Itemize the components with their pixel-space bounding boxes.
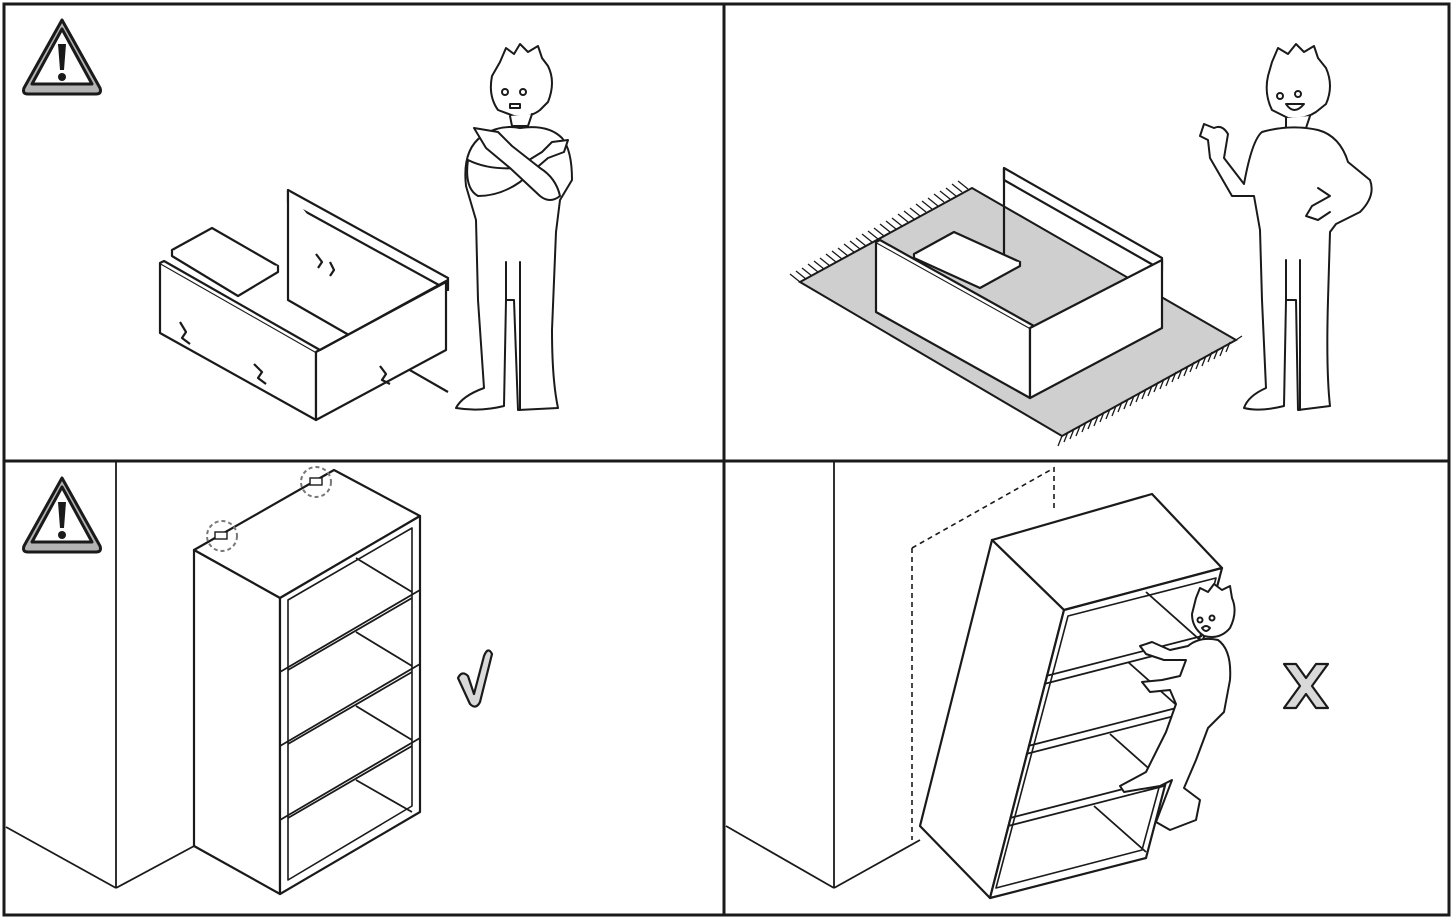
panel-4-do-not-climb: [726, 461, 1328, 898]
warning-triangle-icon: [24, 20, 101, 94]
person-arms-crossed: [456, 44, 572, 410]
room-corner: [726, 461, 920, 888]
person-thumbs-up: [1200, 44, 1372, 410]
check-icon: [458, 650, 492, 706]
bookshelf-anchored: [194, 470, 420, 894]
protective-rug: [790, 181, 1242, 446]
cross-icon: [1284, 664, 1328, 708]
panel-1-hard-floor: [24, 20, 573, 420]
panel-2-on-rug: [790, 44, 1372, 446]
unassembled-box: [160, 190, 448, 420]
warning-triangle-icon: [24, 478, 101, 552]
panel-3-anchor-to-wall: [6, 461, 492, 894]
